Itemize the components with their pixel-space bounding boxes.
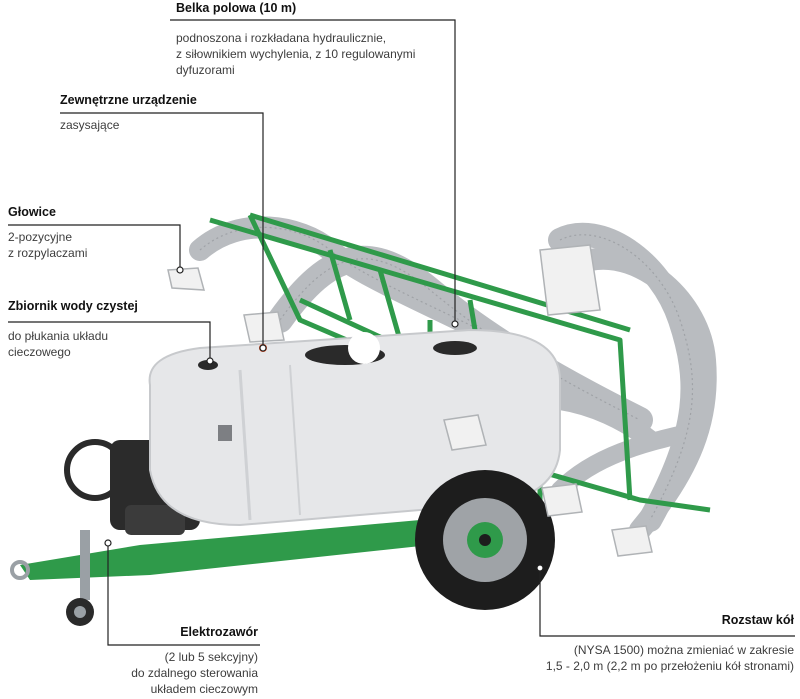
callout-wheels: Rozstaw kół [500,612,794,628]
callout-valve-line-2: do zdalnego sterowania [131,666,258,680]
drawbar [10,520,430,626]
callout-suction-line-1: zasysające [60,118,120,132]
callout-wheels-desc: (NYSA 1500) można zmieniać w zakresie 1,… [500,642,794,674]
callout-water-tank-line-2: cieczowego [8,345,71,359]
callout-heads: Głowice [8,204,56,220]
callout-valve: Elektrozawór [60,624,258,640]
callout-wheels-line-2: 1,5 - 2,0 m (2,2 m po przełożeniu kół st… [545,659,794,673]
callout-wheels-line-1: (NYSA 1500) można zmieniać w zakresie [573,643,794,657]
callout-boom: Belka polowa (10 m) [176,0,296,16]
callout-valve-line-1: (2 lub 5 sekcyjny) [164,650,258,664]
callout-boom-line-3: dyfuzorami [176,63,235,77]
callout-water-tank: Zbiornik wody czystej [8,298,138,314]
callout-boom-line-2: z siłownikiem wychylenia, z 10 regulowan… [176,47,416,61]
callout-heads-line-2: z rozpylaczami [8,246,88,260]
callout-heads-desc: 2-pozycyjne z rozpylaczami [8,229,87,261]
callout-valve-desc: (2 lub 5 sekcyjny) do zdalnego sterowani… [60,649,258,697]
callout-boom-line-1: podnoszona i rozkładana hydraulicznie, [176,31,387,45]
callout-valve-line-3: układem cieczowym [150,682,258,696]
callout-water-tank-line-1: do płukania układu [8,329,109,343]
callout-heads-title: Głowice [8,205,56,219]
callout-boom-title: Belka polowa (10 m) [176,1,297,15]
callout-suction-desc: zasysające [60,117,119,133]
leader-lines [8,19,795,646]
callout-heads-line-1: 2-pozycyjne [8,230,73,244]
callout-valve-title: Elektrozawór [180,625,258,639]
callout-wheels-title: Rozstaw kół [721,613,794,627]
callout-suction: Zewnętrzne urządzenie [60,92,197,108]
callout-water-tank-title: Zbiornik wody czystej [8,299,138,313]
callout-suction-title: Zewnętrzne urządzenie [60,93,197,107]
callout-water-tank-desc: do płukania układu cieczowego [8,328,108,360]
wheel [415,470,555,610]
callout-boom-desc: podnoszona i rozkładana hydraulicznie, z… [176,30,415,78]
diffusers [167,244,653,557]
